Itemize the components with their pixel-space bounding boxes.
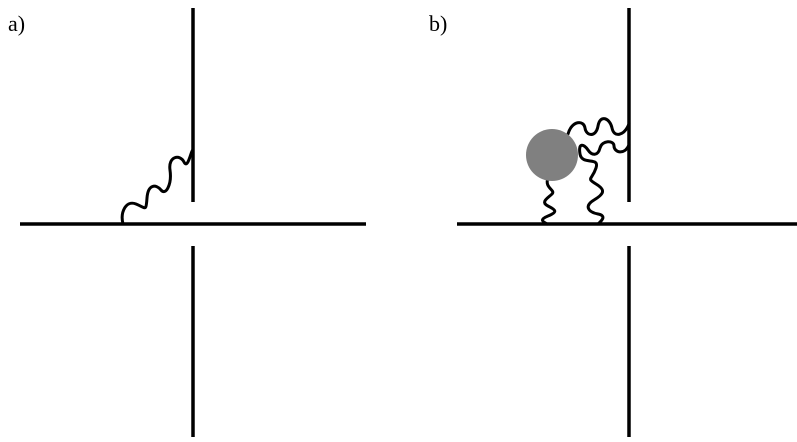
panel-a-label: a) — [8, 11, 25, 36]
panel-b: b) — [429, 8, 797, 437]
panel-b-photon-blob-down — [540, 176, 557, 226]
panel-a: a) — [8, 8, 366, 437]
panel-b-photon-upper — [566, 117, 631, 136]
panel-b-label: b) — [429, 11, 447, 36]
panel-b-photon-lower — [578, 140, 631, 226]
panel-b-gray-blob — [526, 129, 578, 181]
panel-a-photon-propagator — [120, 148, 195, 226]
